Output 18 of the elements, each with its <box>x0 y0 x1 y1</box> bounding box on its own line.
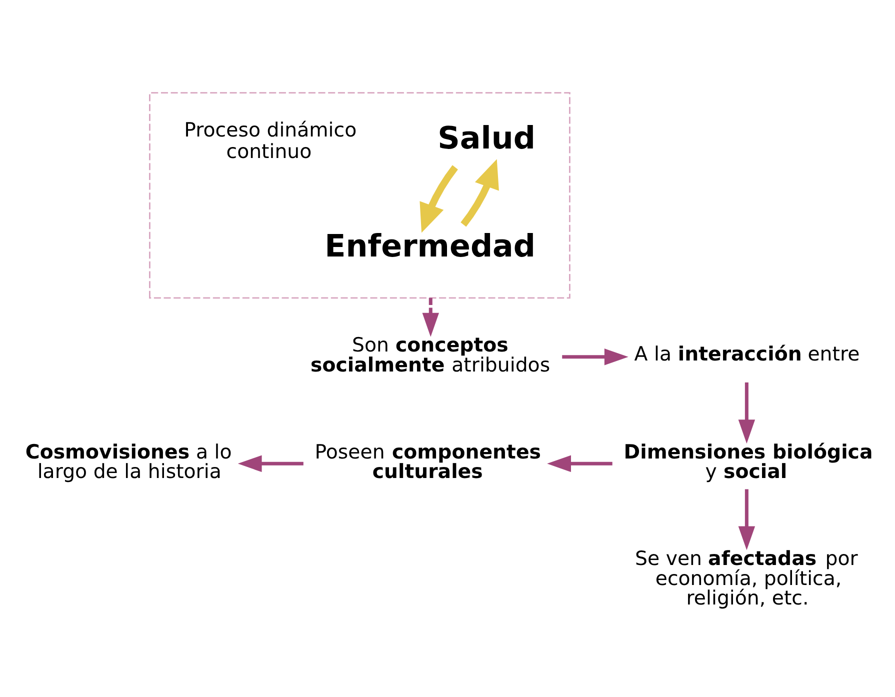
arrow <box>547 455 612 472</box>
arrow <box>738 489 756 550</box>
node-text: Poseen componentes culturales <box>314 440 541 484</box>
node-text: A la interacción entre <box>634 342 860 366</box>
arrow <box>422 298 440 337</box>
node-text: Enfermedad <box>324 228 536 265</box>
arrow <box>238 455 304 472</box>
arrow <box>420 165 458 233</box>
node-text: Se ven afectadas por economía, política, religión, etc. <box>635 547 858 610</box>
arrow <box>562 348 628 366</box>
node-text: Dimensiones biológica y social <box>624 440 873 484</box>
arrow <box>460 159 499 227</box>
arrow <box>738 382 756 444</box>
cluster <box>149 92 570 299</box>
node-text: Son conceptos socialmente atribuidos <box>310 334 550 376</box>
node-text: Salud <box>438 120 536 156</box>
node-text: Cosmovisiones a lo largo de la historia <box>25 440 232 484</box>
node-text: Proceso dinámico continuo <box>184 118 357 163</box>
